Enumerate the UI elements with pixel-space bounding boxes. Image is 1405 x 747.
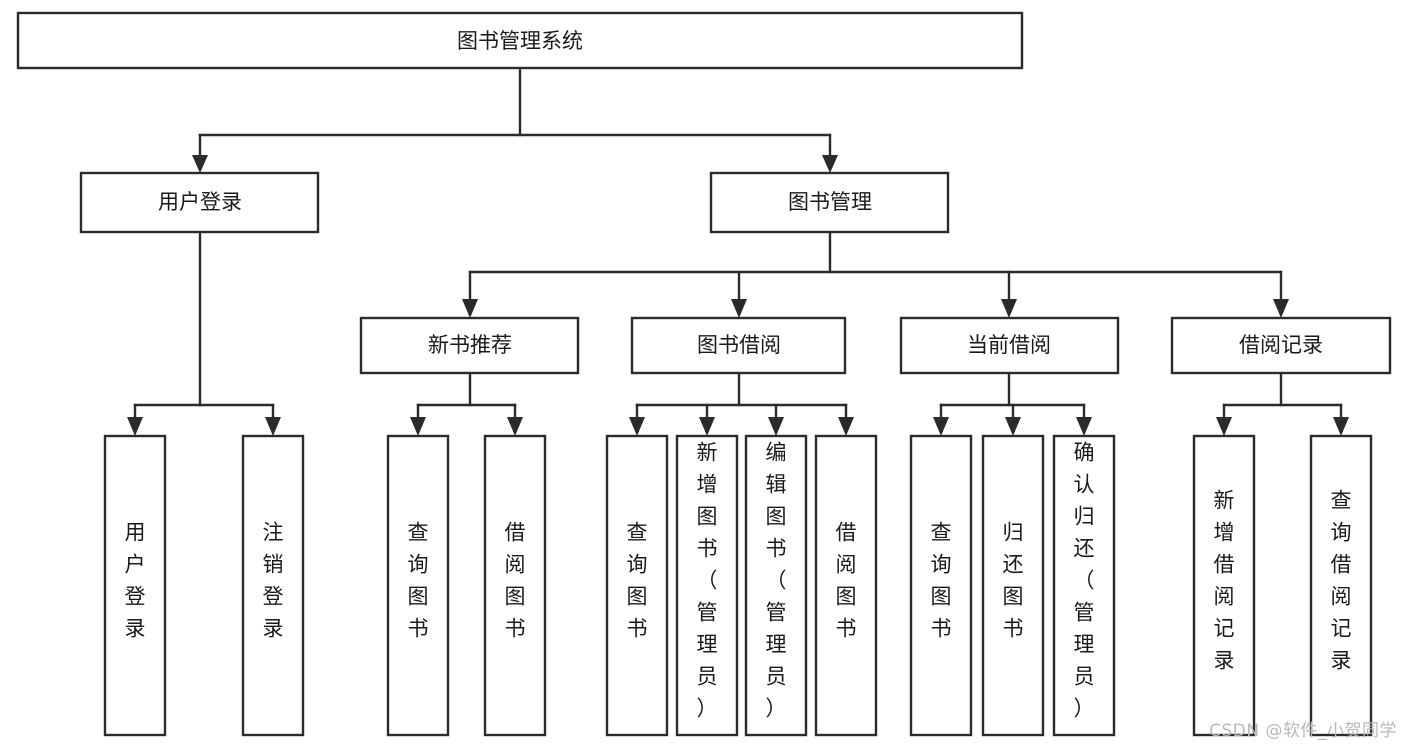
arrow-leaf-borrow-book-rec xyxy=(507,417,523,436)
node-leaf-borrow-book-label: 借阅图书 xyxy=(836,521,857,641)
node-leaf-borrow-book-rec[interactable]: 借阅图书 xyxy=(483,434,547,737)
node-leaf-logout[interactable]: 注销登录 xyxy=(241,434,305,737)
node-leaf-edit-book[interactable]: 编辑图书（管理员） xyxy=(744,434,808,737)
node-leaf-edit-book-box[interactable] xyxy=(744,434,808,737)
node-leaf-return-book-box[interactable] xyxy=(981,434,1045,737)
arrow-leaf-add-book xyxy=(699,417,715,436)
node-current-borrow-label: 当前借阅 xyxy=(967,333,1051,357)
connector-lines xyxy=(127,66,1349,436)
node-leaf-query-book-cur-label: 查询图书 xyxy=(931,521,952,641)
arrow-leaf-edit-book xyxy=(768,417,784,436)
arrow-leaf-confirm-return xyxy=(1076,417,1092,436)
arrow-leaf-query-record xyxy=(1333,417,1349,436)
node-borrow-record-box[interactable] xyxy=(1170,316,1392,375)
arrow-leaf-user-login xyxy=(127,417,143,436)
arrow-leaf-query-book-borrow xyxy=(629,417,645,436)
node-leaf-logout-box[interactable] xyxy=(241,434,305,737)
node-leaf-borrow-book-box[interactable] xyxy=(814,434,878,737)
node-current-borrow-box[interactable] xyxy=(899,316,1120,375)
node-leaf-user-login[interactable]: 用户登录 xyxy=(103,434,167,737)
node-borrow-record-label: 借阅记录 xyxy=(1239,333,1323,357)
node-root-box[interactable] xyxy=(16,11,1024,70)
node-root[interactable]: 图书管理系统 xyxy=(16,11,1024,70)
arrow-leaf-logout xyxy=(265,417,281,436)
node-leaf-add-record[interactable]: 新增借阅记录 xyxy=(1192,434,1256,737)
arrow-to-user-login xyxy=(192,155,208,173)
node-leaf-return-book[interactable]: 归还图书 xyxy=(981,434,1045,737)
node-leaf-query-record-box[interactable] xyxy=(1309,434,1373,737)
csdn-watermark: CSDN @软件_小贺同学 xyxy=(1209,721,1397,741)
node-book-manage[interactable]: 图书管理 xyxy=(709,171,950,234)
node-new-book-recommend-box[interactable] xyxy=(359,316,580,375)
node-leaf-query-book-rec-box[interactable] xyxy=(386,434,450,737)
node-book-borrow-label: 图书借阅 xyxy=(697,333,781,357)
node-leaf-query-book-rec[interactable]: 查询图书 xyxy=(386,434,450,737)
node-new-book-recommend-label: 新书推荐 xyxy=(428,333,512,357)
arrow-to-borrow-record xyxy=(1273,299,1289,318)
node-leaf-borrow-book-rec-box[interactable] xyxy=(483,434,547,737)
node-leaf-query-record[interactable]: 查询借阅记录 xyxy=(1309,434,1373,737)
node-leaf-query-book-borrow[interactable]: 查询图书 xyxy=(605,434,669,737)
node-current-borrow[interactable]: 当前借阅 xyxy=(899,316,1120,375)
arrow-leaf-borrow-book xyxy=(838,417,854,436)
node-book-manage-box[interactable] xyxy=(709,171,950,234)
node-leaf-add-book-label: 新增图书（管理员） xyxy=(697,441,718,721)
node-user-login-box[interactable] xyxy=(79,171,320,234)
node-book-manage-label: 图书管理 xyxy=(788,190,872,214)
arrow-leaf-query-book-cur xyxy=(933,417,949,436)
node-new-book-recommend[interactable]: 新书推荐 xyxy=(359,316,580,375)
leaf-node-layer: 用户登录 注销登录 查询图书 借阅图书 查询图书 新增图书（管理员） 编辑图书（管理员） 借阅… xyxy=(103,434,1373,737)
node-leaf-add-book-box[interactable] xyxy=(675,434,739,737)
node-leaf-user-login-box[interactable] xyxy=(103,434,167,737)
node-leaf-confirm-return-label: 确认归还（管理员） xyxy=(1074,441,1095,721)
node-leaf-query-book-cur-box[interactable] xyxy=(909,434,973,737)
node-leaf-return-book-label: 归还图书 xyxy=(1003,521,1024,641)
node-leaf-query-book-cur[interactable]: 查询图书 xyxy=(909,434,973,737)
node-borrow-record[interactable]: 借阅记录 xyxy=(1170,316,1392,375)
node-leaf-confirm-return[interactable]: 确认归还（管理员） xyxy=(1052,434,1116,737)
arrow-to-book-manage xyxy=(822,155,838,173)
node-root-label: 图书管理系统 xyxy=(457,29,583,53)
node-leaf-query-record-label: 查询借阅记录 xyxy=(1331,489,1352,673)
node-leaf-query-book-rec-label: 查询图书 xyxy=(408,521,429,641)
node-leaf-query-book-borrow-box[interactable] xyxy=(605,434,669,737)
node-leaf-borrow-book[interactable]: 借阅图书 xyxy=(814,434,878,737)
arrow-leaf-query-book-rec xyxy=(410,417,426,436)
node-leaf-add-record-label: 新增借阅记录 xyxy=(1214,489,1235,673)
node-leaf-edit-book-label: 编辑图书（管理员） xyxy=(766,441,787,721)
node-leaf-add-record-box[interactable] xyxy=(1192,434,1256,737)
node-user-login[interactable]: 用户登录 xyxy=(79,171,320,234)
node-leaf-user-login-label: 用户登录 xyxy=(125,521,146,641)
arrow-leaf-return-book xyxy=(1005,417,1021,436)
arrow-leaf-add-record xyxy=(1216,417,1232,436)
node-book-borrow-box[interactable] xyxy=(630,316,847,375)
node-leaf-query-book-borrow-label: 查询图书 xyxy=(627,521,648,641)
arrow-to-new-book-recommend xyxy=(462,299,478,318)
node-leaf-add-book[interactable]: 新增图书（管理员） xyxy=(675,434,739,737)
node-user-login-label: 用户登录 xyxy=(158,190,242,214)
node-leaf-confirm-return-box[interactable] xyxy=(1052,434,1116,737)
arrow-to-book-borrow xyxy=(731,299,747,318)
node-leaf-borrow-book-rec-label: 借阅图书 xyxy=(505,521,526,641)
node-book-borrow[interactable]: 图书借阅 xyxy=(630,316,847,375)
node-leaf-logout-label: 注销登录 xyxy=(263,521,284,641)
arrow-to-current-borrow xyxy=(1001,299,1017,318)
